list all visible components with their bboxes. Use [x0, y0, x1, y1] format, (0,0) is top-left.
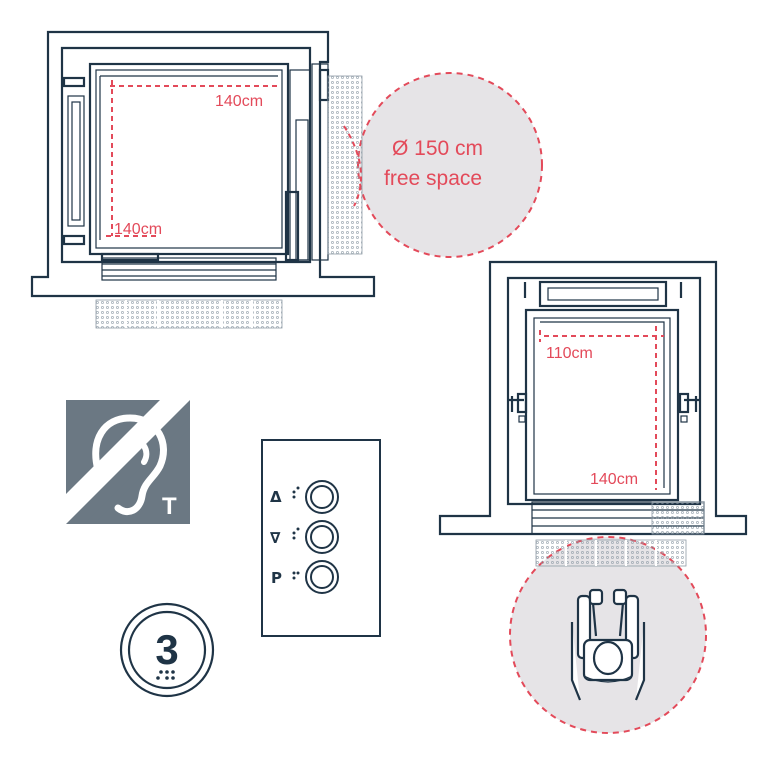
counterweight [67, 95, 85, 227]
call-button-down[interactable]: ∇ [270, 520, 339, 554]
elevator-plan-small: 110cm 140cm [438, 260, 748, 734]
handrail [540, 321, 665, 488]
depth-label: 140cm [114, 221, 162, 238]
wheelchair-zone [509, 536, 707, 734]
parking-icon: P [271, 569, 282, 587]
floor-button[interactable]: 3 [119, 602, 215, 698]
handrail [99, 75, 278, 240]
wheelchair-user-icon [570, 588, 646, 701]
tactile-paving-side [327, 75, 363, 255]
tactile-paving-landing [535, 539, 687, 567]
cabin-wall [88, 62, 290, 256]
braille-dots-icon [156, 670, 175, 680]
head-icon [592, 640, 624, 676]
shaft-outer-wall [438, 260, 748, 536]
call-button-parking[interactable]: P [271, 560, 339, 594]
call-button-up[interactable]: Δ [270, 480, 339, 514]
floor-number: 3 [155, 626, 178, 673]
shaft-inner-wall [60, 46, 312, 264]
hearing-loop-letter: T [162, 493, 177, 520]
hearing-loop-sign: T [66, 400, 190, 524]
depth-label: 140cm [590, 471, 638, 488]
turning-circle-zone [357, 72, 543, 258]
turning-circle-label-line1: Ø 150 cm [392, 137, 483, 160]
door-sill [101, 257, 277, 281]
width-label: 110cm [546, 345, 593, 362]
ear-icon [92, 414, 167, 515]
up-arrow-icon: Δ [270, 488, 282, 506]
shaft-outer-wall [30, 30, 376, 298]
call-panel-plate [261, 439, 381, 637]
cabin-interior [95, 69, 283, 249]
cabin-interior [533, 317, 671, 495]
elevator-plan-large: 140cm 140cm Ø 150 cm free space [30, 30, 543, 329]
width-label: 140cm [215, 93, 263, 110]
counterweight [538, 280, 668, 308]
down-arrow-icon: ∇ [270, 529, 281, 547]
turning-circle-label-line2: free space [384, 167, 482, 190]
call-panel: Δ ∇ P [261, 439, 381, 637]
door-frame-right [289, 69, 311, 261]
